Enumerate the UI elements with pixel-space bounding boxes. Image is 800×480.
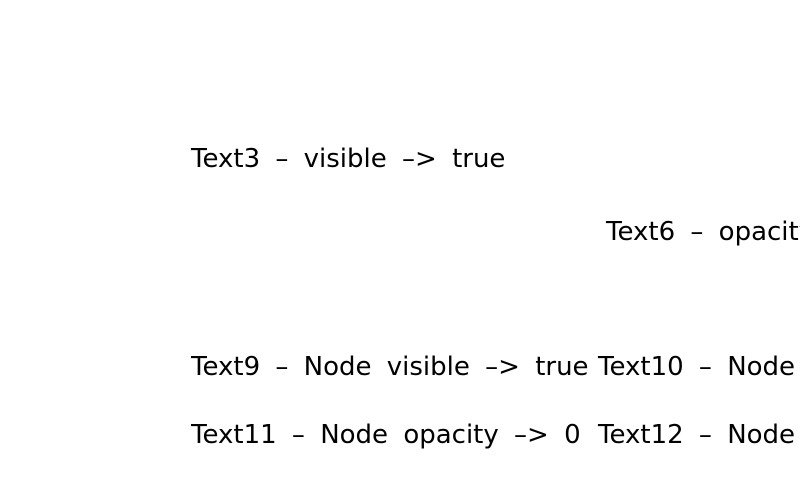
- text-line-text12: Text12 – Node opacity –> 0: [598, 420, 800, 450]
- text-line-text6: Text6 – opacity –> 1: [606, 217, 800, 247]
- text-line-text9: Text9 – Node visible –> true: [191, 352, 589, 382]
- text-line-text3: Text3 – visible –> true: [191, 144, 506, 174]
- text-line-text10: Text10 – Node visible –> true: [598, 352, 800, 382]
- text-line-text11: Text11 – Node opacity –> 0: [191, 420, 581, 450]
